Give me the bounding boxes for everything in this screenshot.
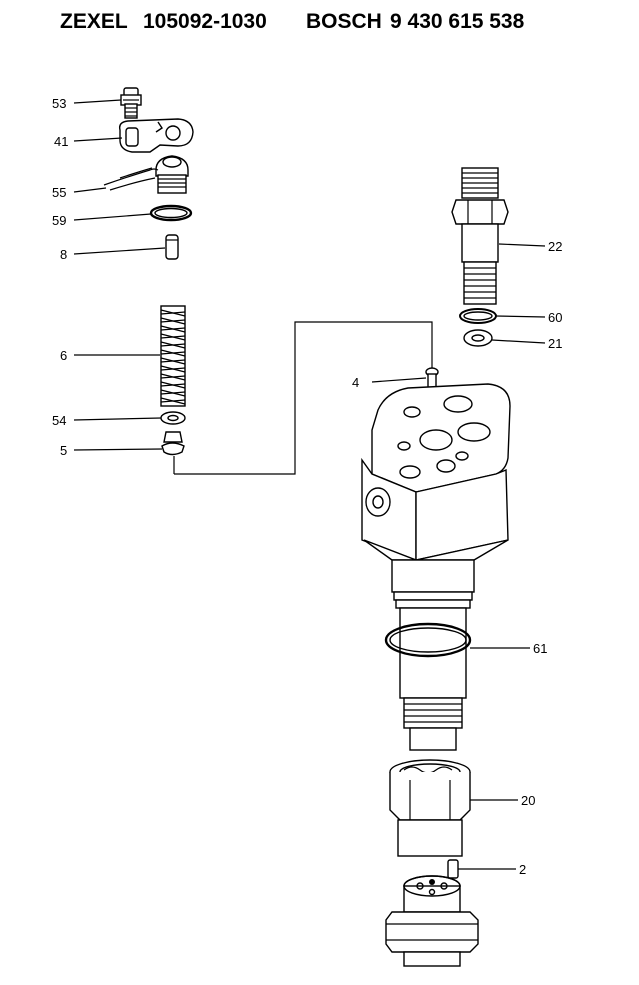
oem-part-number: 9 430 615 538 <box>390 10 525 33</box>
nozzle-holder-body <box>361 383 511 751</box>
callout-60: 60 <box>548 310 562 325</box>
page-header: ZEXEL 105092-1030 BOSCH 9 430 615 538 <box>0 0 639 48</box>
part-2-dowel-pin <box>447 859 459 879</box>
part-60-o-ring <box>459 308 497 324</box>
callout-21: 21 <box>548 336 562 351</box>
part-20-retaining-nut <box>389 759 471 857</box>
part-54-washer <box>160 411 186 425</box>
callout-20: 20 <box>521 793 535 808</box>
callout-61: 61 <box>533 641 547 656</box>
nozzle <box>385 875 479 967</box>
part-59-o-ring <box>149 204 193 222</box>
part-61-o-ring <box>384 622 472 658</box>
assembly-leader-path <box>174 321 433 475</box>
zexel-part-number: 105092-1030 <box>143 10 267 33</box>
callout-53: 53 <box>52 96 66 111</box>
leader-lines <box>73 99 546 870</box>
callout-41: 41 <box>54 134 68 149</box>
callout-55: 55 <box>52 185 66 200</box>
part-53-bolt <box>120 87 142 119</box>
callout-5: 5 <box>60 443 67 458</box>
part-5-spring-seat <box>161 431 185 474</box>
callout-54: 54 <box>52 413 66 428</box>
callout-4: 4 <box>352 375 359 390</box>
part-41-lever <box>118 118 194 153</box>
callout-59: 59 <box>52 213 66 228</box>
part-6-spring <box>160 305 186 407</box>
callout-numbers: 53 41 55 59 8 6 54 5 4 22 60 21 61 20 2 <box>52 96 562 877</box>
callout-2: 2 <box>519 862 526 877</box>
part-22-valve-holder <box>451 167 509 305</box>
part-55-union <box>103 155 189 194</box>
brand-label: ZEXEL <box>60 10 128 33</box>
callout-6: 6 <box>60 348 67 363</box>
oem-brand-label: BOSCH <box>306 10 382 33</box>
callout-22: 22 <box>548 239 562 254</box>
part-8-pin <box>165 234 179 260</box>
part-21-gasket <box>463 329 493 347</box>
callout-8: 8 <box>60 247 67 262</box>
